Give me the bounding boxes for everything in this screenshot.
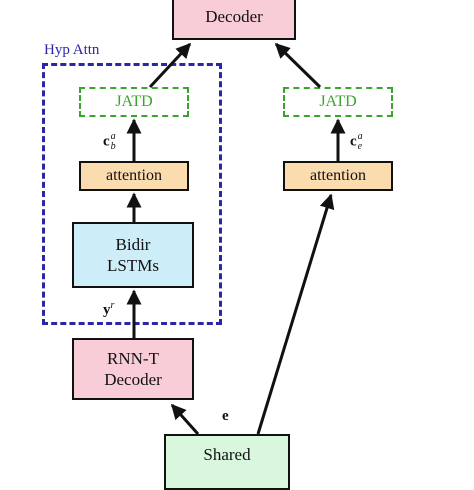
jatd-left-label: JATD: [115, 93, 153, 110]
arrow-jatd-left-to-decoder: [148, 42, 192, 89]
jatd-right-box: JATD: [283, 87, 393, 117]
shared-label: Shared: [203, 445, 251, 464]
bidir-lstm-box: Bidir LSTMs: [72, 222, 194, 288]
attention-right-label: attention: [310, 167, 366, 184]
hypothesis-embedding-label: yr: [103, 300, 115, 318]
arrow-jatd-right-to-decoder: [274, 42, 322, 89]
bidir-line1: Bidir: [115, 234, 151, 254]
encoder-output-label: e: [222, 408, 229, 424]
rnnt-decoder-box: RNN-T Decoder: [72, 338, 194, 400]
arrows-layer: [126, 42, 346, 436]
decoder-top-label: Decoder: [205, 7, 263, 27]
rnnt-line1: RNN-T: [107, 348, 159, 368]
arrow-shared-to-attention-right: [256, 193, 335, 435]
jatd-right-label: JATD: [319, 93, 357, 110]
arrow-shared-to-rnnt: [170, 403, 200, 436]
attention-right-box: attention: [283, 161, 393, 191]
attention-left-label: attention: [106, 167, 162, 184]
decoder-top-box: Decoder: [172, 0, 296, 40]
hyp-attn-region: [42, 63, 222, 325]
attention-left-box: attention: [79, 161, 189, 191]
bidir-line2: LSTMs: [107, 256, 159, 275]
rnnt-line2: Decoder: [104, 370, 162, 389]
hyp-attn-label: Hyp Attn: [44, 42, 100, 58]
jatd-left-box: JATD: [79, 87, 189, 117]
